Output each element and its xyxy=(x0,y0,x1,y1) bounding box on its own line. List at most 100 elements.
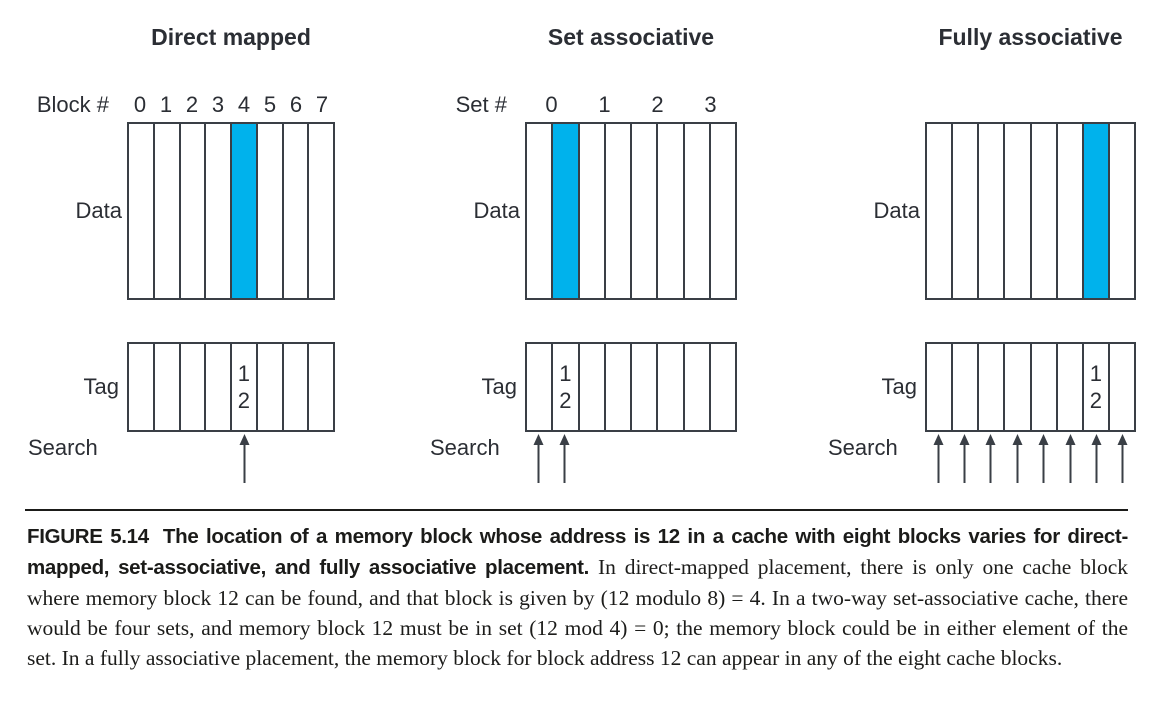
data-grid xyxy=(127,122,335,300)
search-arrow-icon xyxy=(985,434,996,483)
search-label: Search xyxy=(430,435,500,460)
data-cell xyxy=(658,124,683,298)
data-label: Data xyxy=(873,198,920,223)
tag-value-line: 1 xyxy=(1089,361,1102,386)
tag-cell xyxy=(684,344,709,430)
data-cell xyxy=(632,124,657,298)
data-cell xyxy=(579,124,604,298)
panel-title: Direct mapped xyxy=(151,24,311,50)
data-cell xyxy=(527,124,552,298)
data-grid xyxy=(525,122,737,300)
caption-body-text: In direct-mapped placement, there is onl… xyxy=(27,555,1128,670)
tag-cell xyxy=(710,344,735,430)
data-label: Data xyxy=(75,198,122,223)
search-arrow-icon xyxy=(239,434,250,483)
data-cell xyxy=(710,124,735,298)
figure-number: FIGURE 5.14 xyxy=(27,525,149,548)
index-number: 7 xyxy=(315,92,329,117)
tag-cell xyxy=(579,344,604,430)
data-cell xyxy=(283,124,308,298)
data-label: Data xyxy=(473,198,520,223)
search-label: Search xyxy=(828,435,898,460)
tag-value-line: 1 xyxy=(237,361,250,386)
index-number: 1 xyxy=(159,92,173,117)
index-number: 3 xyxy=(704,92,717,117)
data-cell-highlighted xyxy=(232,124,256,298)
tag-cell xyxy=(309,344,333,430)
data-grid xyxy=(925,122,1136,300)
data-cell-highlighted xyxy=(553,124,578,298)
search-label: Search xyxy=(28,435,98,460)
caption-bold-text: The location of a memory block whose add… xyxy=(27,525,1128,579)
search-arrow-row xyxy=(127,434,335,484)
data-cell xyxy=(927,124,952,298)
data-cell-highlighted xyxy=(1083,124,1108,298)
data-cell xyxy=(309,124,333,298)
tag-cell xyxy=(1109,344,1134,430)
index-number: 5 xyxy=(263,92,277,117)
data-cell xyxy=(206,124,230,298)
tag-cell xyxy=(632,344,657,430)
tag-value-line: 2 xyxy=(237,388,250,413)
search-arrow-icon xyxy=(1117,434,1128,483)
data-cell xyxy=(979,124,1004,298)
data-cell xyxy=(684,124,709,298)
search-arrow-row xyxy=(525,434,737,484)
data-cell xyxy=(605,124,630,298)
tag-cell xyxy=(1057,344,1082,430)
index-label-empty xyxy=(828,90,907,120)
tag-cell xyxy=(979,344,1004,430)
tag-cell xyxy=(1005,344,1030,430)
tag-label: Tag xyxy=(881,374,917,399)
tag-cell xyxy=(953,344,978,430)
set-number-row: 0 1 2 3 xyxy=(525,90,737,120)
tag-cell xyxy=(605,344,630,430)
data-cell xyxy=(1031,124,1056,298)
tag-cell xyxy=(1031,344,1056,430)
caption-rule xyxy=(25,509,1128,511)
tag-cell xyxy=(257,344,282,430)
tag-cell xyxy=(927,344,952,430)
set-number-label: Set # xyxy=(455,92,507,117)
tag-value-line: 2 xyxy=(1089,388,1102,413)
tag-label: Tag xyxy=(481,374,517,399)
search-arrow-icon xyxy=(559,434,570,483)
tag-value-line: 2 xyxy=(559,388,572,413)
tag-cell xyxy=(129,344,153,430)
tag-cell xyxy=(527,344,552,430)
data-cell xyxy=(154,124,179,298)
search-arrow-icon xyxy=(933,434,944,483)
index-number: 1 xyxy=(598,92,611,117)
tag-cell xyxy=(180,344,205,430)
panel-title: Set associative xyxy=(547,24,715,50)
data-cell xyxy=(953,124,978,298)
tag-cell xyxy=(154,344,179,430)
data-cell xyxy=(1005,124,1030,298)
index-number: 3 xyxy=(211,92,225,117)
tag-cell xyxy=(283,344,308,430)
data-cell xyxy=(1109,124,1134,298)
index-row-empty xyxy=(925,90,1136,120)
search-arrow-icon xyxy=(1065,434,1076,483)
search-arrow-icon xyxy=(1038,434,1049,483)
index-number: 2 xyxy=(651,92,664,117)
data-cell xyxy=(129,124,153,298)
index-number: 0 xyxy=(545,92,558,117)
tag-label: Tag xyxy=(83,374,119,399)
data-cell xyxy=(1057,124,1082,298)
search-arrow-icon xyxy=(1012,434,1023,483)
data-cell xyxy=(257,124,282,298)
search-arrow-icon xyxy=(959,434,970,483)
block-number-label: Block # xyxy=(36,92,109,117)
